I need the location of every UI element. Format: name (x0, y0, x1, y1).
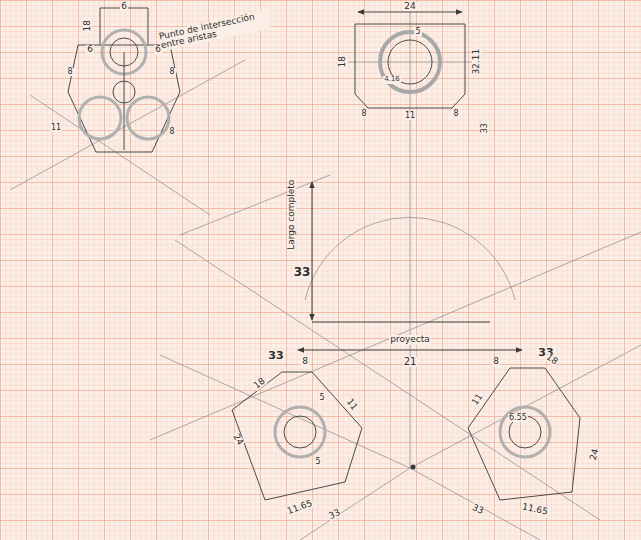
dimension-label: 11.65 (285, 499, 314, 517)
dimension-label: 18 (83, 19, 92, 32)
right-view (468, 368, 580, 500)
dimension-label: 11 (404, 112, 416, 120)
top-left-view (68, 8, 180, 152)
dimension-label: 33 (293, 266, 312, 279)
dimension-label: 6 (86, 45, 94, 54)
dimension-lines (298, 182, 522, 350)
dimension-label: 4.16 (383, 76, 401, 83)
dimension-label: 5 (314, 458, 321, 466)
dimension-label: 8 (168, 128, 175, 136)
dimension-label: 5 (414, 28, 421, 36)
dimension-label: proyecta (389, 335, 431, 344)
dimension-label: 33 (267, 350, 284, 362)
dimension-label: 11 (470, 392, 485, 408)
dimension-label: 8 (66, 68, 73, 76)
note: Punto de intersección entre aristas (157, 9, 270, 51)
dimension-label: 24 (589, 447, 602, 462)
dimension-label: 8 (301, 357, 309, 366)
point (411, 465, 416, 470)
dimension-label: 11.65 (520, 502, 549, 517)
dimension-label: 8 (492, 357, 500, 366)
top-view (355, 12, 465, 108)
dimension-label: 8 (360, 110, 367, 118)
dimension-label: 33 (470, 503, 486, 517)
dimension-label: 11 (344, 397, 359, 413)
dimension-label: 11 (50, 124, 62, 132)
dimension-label: 18 (544, 352, 560, 367)
dimension-label: 18 (338, 55, 347, 68)
dimension-label: 18 (252, 376, 268, 392)
dimension-label: 24 (231, 432, 246, 448)
dimension-label: 8 (452, 110, 459, 118)
dimension-label: 24 (403, 2, 416, 11)
dimension-label: Largo completo (287, 179, 296, 251)
dimension-label: 6.55 (508, 414, 528, 422)
dimension-label: 21 (403, 357, 418, 368)
dimension-label: 32.11 (472, 48, 481, 76)
dimension-label: 6 (120, 2, 128, 11)
left-view (232, 372, 362, 500)
dimension-label: 5 (318, 394, 325, 402)
dimension-label: 33 (481, 122, 489, 134)
dimension-label: 8 (168, 68, 175, 76)
construction-lines (10, 8, 641, 540)
dimension-label: 33 (327, 508, 343, 522)
